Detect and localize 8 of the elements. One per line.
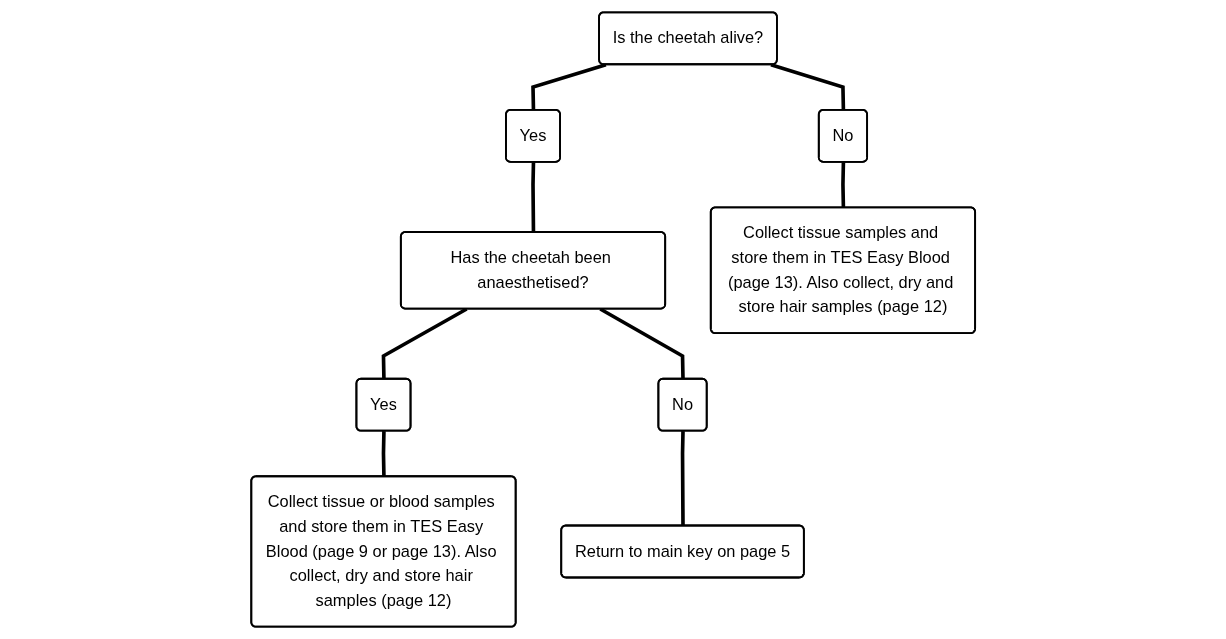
connector [530, 62, 607, 111]
connector [770, 62, 845, 111]
connector [381, 307, 468, 380]
connector [680, 431, 685, 526]
connector [530, 162, 536, 233]
connector [381, 431, 386, 477]
connector [599, 307, 685, 380]
connector [840, 162, 845, 208]
